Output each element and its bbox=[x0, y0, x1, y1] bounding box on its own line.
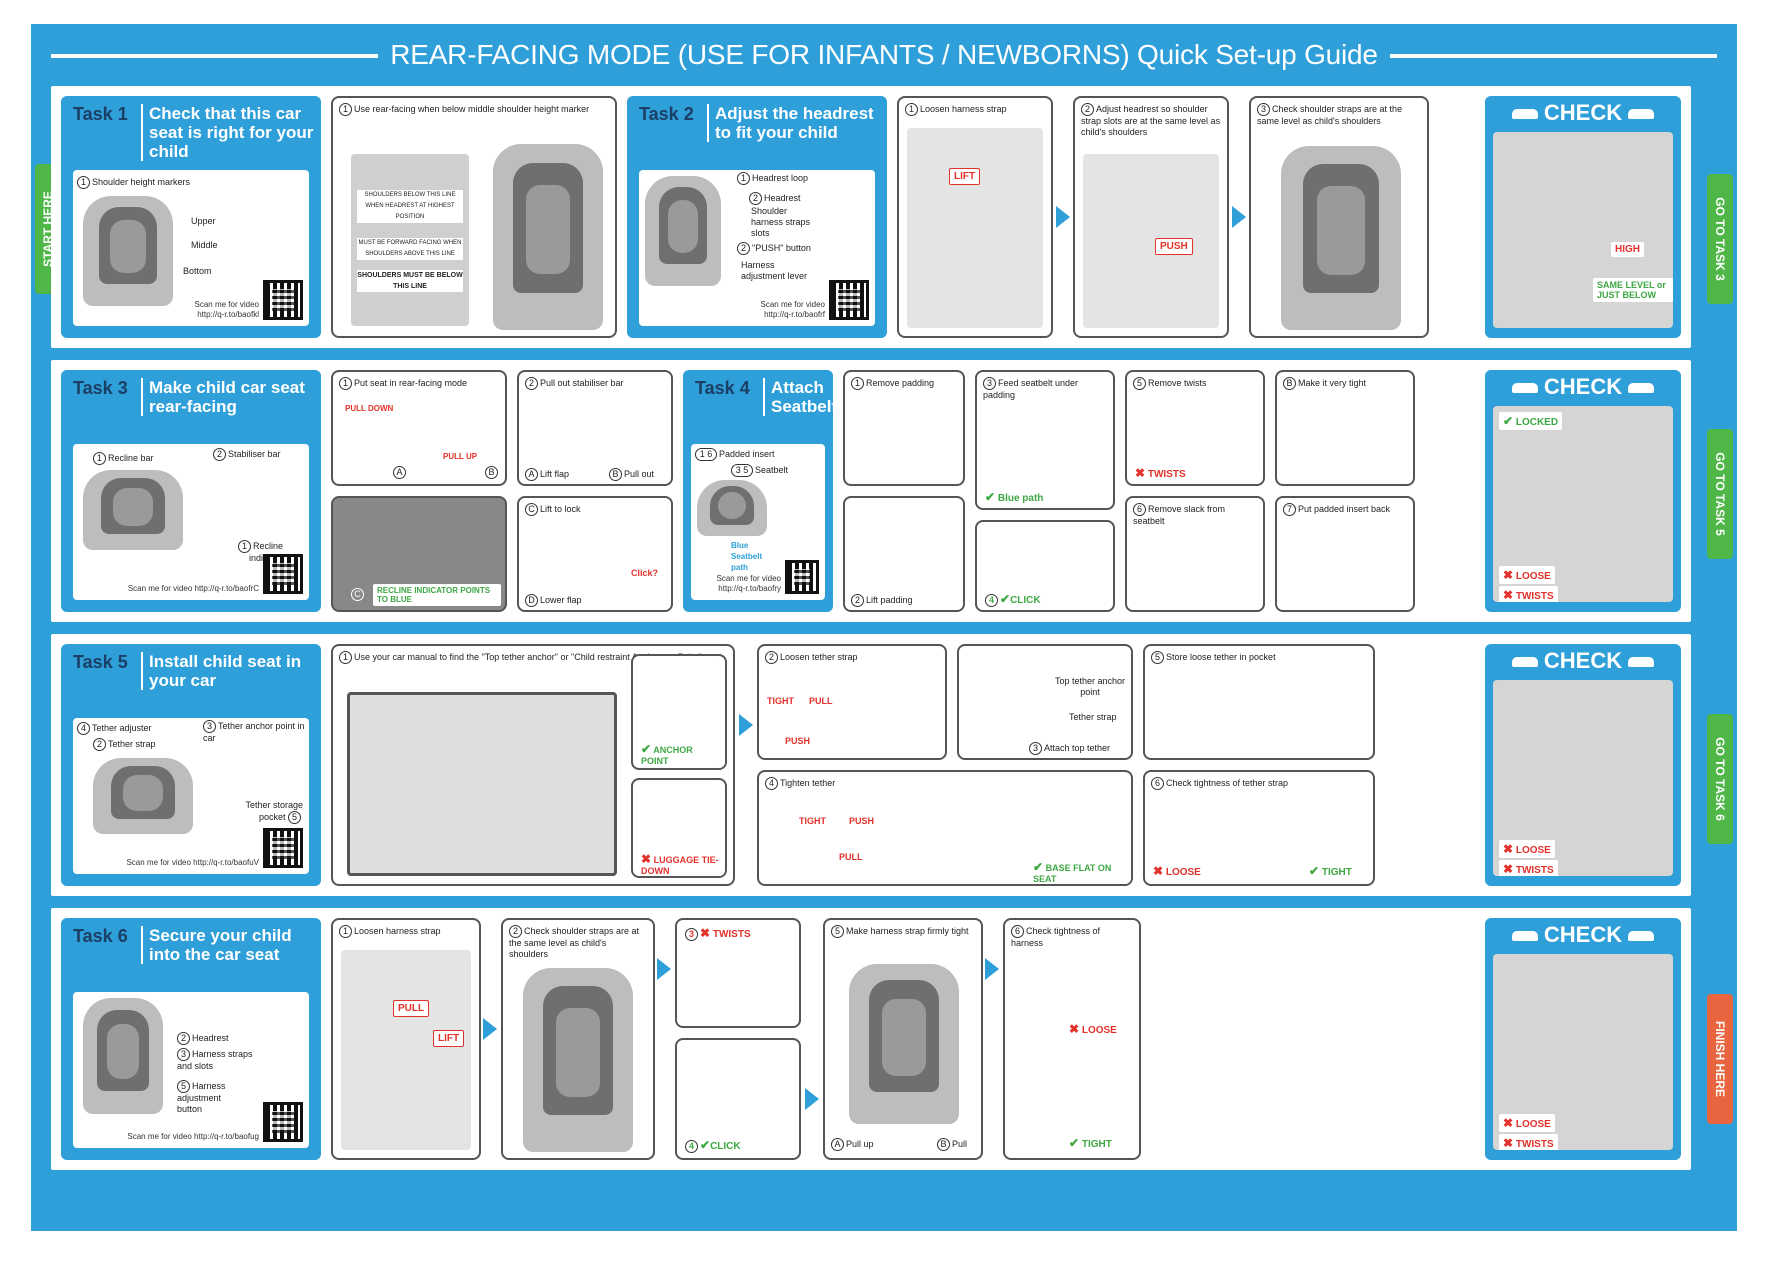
arrow-right bbox=[739, 714, 753, 736]
task-1-title: Check that this car seat is right for yo… bbox=[141, 104, 317, 161]
seat-illustration bbox=[83, 196, 173, 306]
arrow-right bbox=[657, 958, 671, 980]
arrow-right bbox=[483, 1018, 497, 1040]
go-to-task-5-tab[interactable]: GO TO TASK 5 bbox=[1707, 429, 1733, 559]
check-title: CHECK bbox=[1485, 100, 1681, 126]
task-4-step-4: 4✔CLICK bbox=[975, 520, 1115, 612]
car-boot-illustration bbox=[347, 692, 617, 876]
check-card-4: CHECK ✖ LOOSE ✖ TWISTS bbox=[1485, 918, 1681, 1160]
middle-label: Middle bbox=[191, 240, 218, 250]
bottom-label: Bottom bbox=[183, 266, 212, 276]
row-task-1-2: Task 1 Check that this car seat is right… bbox=[51, 86, 1691, 348]
task-3-card: Task 3 Make child car seat rear-facing 1… bbox=[61, 370, 321, 612]
qr-code[interactable] bbox=[829, 280, 869, 320]
task-6-card: Task 6 Secure your child into the car se… bbox=[61, 918, 321, 1160]
check-headrest-diagram: HIGH SAME LEVEL or JUST BELOW bbox=[1493, 132, 1673, 328]
shoulder-markers-label: Shoulder height markers bbox=[92, 176, 191, 187]
task-6-step-3: 3✖ TWISTS bbox=[675, 918, 801, 1028]
qr-code[interactable] bbox=[263, 828, 303, 868]
title-rule-right bbox=[1377, 54, 1717, 58]
row-task-3-4: Task 3 Make child car seat rear-facing 1… bbox=[51, 360, 1691, 622]
check-card-3: CHECK ✖ LOOSE ✖ TWISTS bbox=[1485, 644, 1681, 886]
task-2-card: Task 2 Adjust the headrest to fit your c… bbox=[627, 96, 887, 338]
check-card-1: CHECK HIGH SAME LEVEL or JUST BELOW bbox=[1485, 96, 1681, 338]
arrow-right bbox=[1232, 206, 1246, 228]
seat-illustration bbox=[645, 176, 721, 286]
finish-here-tab: FINISH HERE bbox=[1707, 994, 1733, 1124]
check-card-2: CHECK ✔ LOCKED ✖ LOOSE ✖ TWISTS bbox=[1485, 370, 1681, 612]
title-rule-left bbox=[51, 54, 391, 58]
check-harness-diagram: ✖ LOOSE ✖ TWISTS bbox=[1493, 954, 1673, 1150]
arrow-right bbox=[805, 1088, 819, 1110]
go-to-task-6-tab[interactable]: GO TO TASK 6 bbox=[1707, 714, 1733, 844]
upper-label: Upper bbox=[191, 216, 216, 226]
task-3-step-recline: C RECLINE INDICATOR POINTS TO BLUE bbox=[331, 496, 507, 612]
qr-code[interactable] bbox=[263, 280, 303, 320]
arrow-right bbox=[985, 958, 999, 980]
task-1-card: Task 1 Check that this car seat is right… bbox=[61, 96, 321, 338]
anchor-point-panel: ✔ ANCHOR POINT bbox=[631, 654, 727, 770]
page-title: REAR-FACING MODE (USE FOR INFANTS / NEWB… bbox=[378, 39, 1390, 71]
check-tether-diagram: ✖ LOOSE ✖ TWISTS bbox=[1493, 680, 1673, 876]
shoulder-marker-chart: SHOULDERS BELOW THIS LINE WHEN HEADREST … bbox=[351, 154, 469, 326]
qr-code[interactable] bbox=[263, 554, 303, 594]
go-to-task-3-tab[interactable]: GO TO TASK 3 bbox=[1707, 174, 1733, 304]
check-seatbelt-diagram: ✔ LOCKED ✖ LOOSE ✖ TWISTS bbox=[1493, 406, 1673, 602]
task-2-title: Adjust the headrest to fit your child bbox=[707, 104, 883, 142]
title-bar: REAR-FACING MODE (USE FOR INFANTS / NEWB… bbox=[31, 24, 1737, 86]
luggage-tie-panel: ✖ LUGGAGE TIE-DOWN bbox=[631, 778, 727, 878]
seat-with-child bbox=[493, 144, 603, 330]
task-2-label: Task 2 bbox=[639, 104, 694, 124]
task-6-step-4: 4✔CLICK bbox=[675, 1038, 801, 1160]
row-task-6: Task 6 Secure your child into the car se… bbox=[51, 908, 1691, 1170]
qr-code[interactable] bbox=[263, 1102, 303, 1142]
arrow-right bbox=[1056, 206, 1070, 228]
task-1-label: Task 1 bbox=[73, 104, 128, 124]
qr-code[interactable] bbox=[785, 560, 819, 594]
guide-poster: REAR-FACING MODE (USE FOR INFANTS / NEWB… bbox=[31, 24, 1737, 1231]
